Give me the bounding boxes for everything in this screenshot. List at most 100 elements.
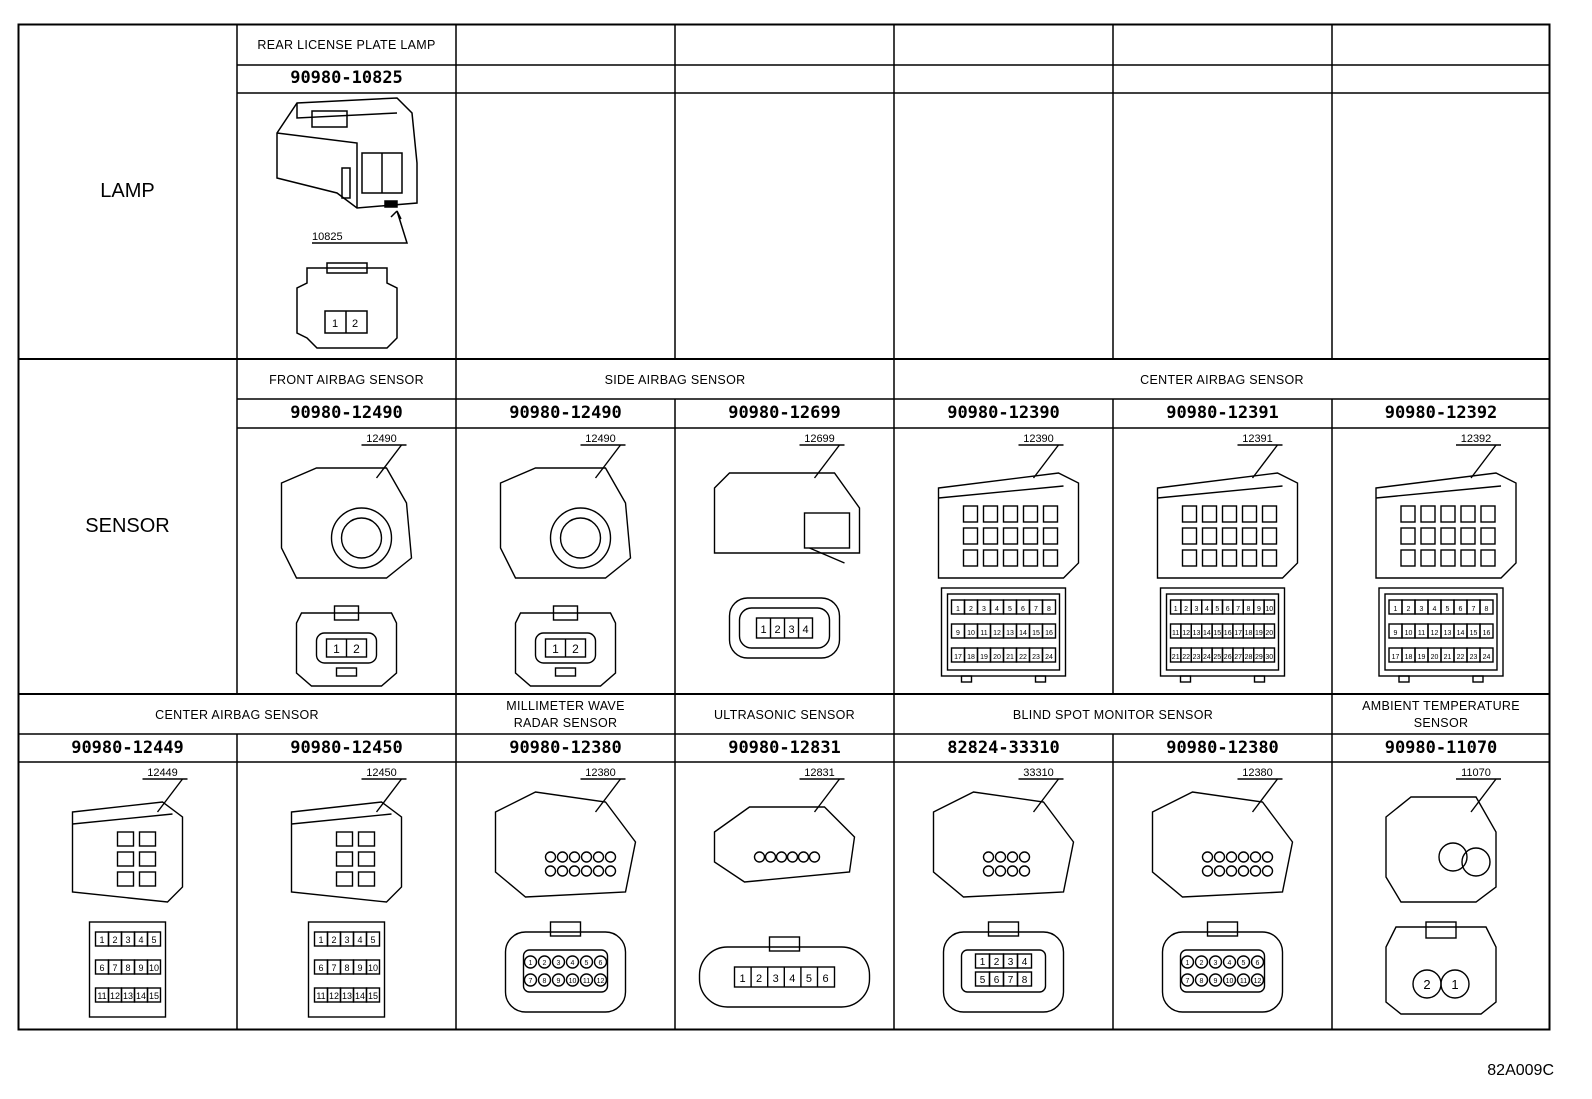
pin-1: 1 — [332, 318, 338, 330]
pin-label: 24 — [1483, 654, 1491, 661]
pin-label: 3 — [557, 960, 561, 967]
pin-label: 14 — [1019, 630, 1027, 637]
pin-label: 15 — [368, 991, 378, 1001]
pin-label: 11 — [1172, 630, 1179, 637]
pin-label: 1 — [529, 960, 533, 967]
connector-code: 11070 — [1461, 767, 1491, 779]
pin-label: 11 — [980, 630, 987, 637]
pin-label: 10 — [569, 978, 577, 985]
part-number: 90980-12380 — [509, 738, 622, 758]
pin-label: 22 — [1182, 654, 1190, 661]
pin-label: 20 — [1265, 630, 1273, 637]
pin-label: 15 — [1032, 630, 1040, 637]
connector-code: 12490 — [585, 433, 616, 445]
pin-label: 6 — [1256, 960, 1260, 967]
pin-label: 11 — [97, 991, 106, 1001]
pin-label: 4 — [1433, 606, 1437, 613]
pin-label: 16 — [1224, 630, 1232, 637]
connector-code: 12392 — [1461, 433, 1492, 445]
pin-label: 8 — [1485, 606, 1489, 613]
connector-name-rear-license-plate-lamp: REAR LICENSE PLATE LAMP — [257, 38, 436, 52]
pin-label: 20 — [993, 654, 1001, 661]
pin-label: 7 — [1008, 975, 1014, 986]
pin-label: 1 — [99, 935, 104, 945]
pin-label: 23 — [1032, 654, 1040, 661]
pin-label: 8 — [1247, 606, 1251, 613]
pin-label: 2 — [756, 973, 762, 985]
pin-label: 11 — [1418, 630, 1425, 637]
pin-label: 18 — [1245, 630, 1253, 637]
connector-code: 12490 — [366, 433, 397, 445]
pin-label: 24 — [1045, 654, 1053, 661]
pin-label: 4 — [1205, 606, 1209, 613]
pin-label: 24 — [1203, 654, 1211, 661]
pin-label: 5 — [1446, 606, 1450, 613]
pin-label: 5 — [151, 935, 156, 945]
pin-label: 8 — [543, 978, 547, 985]
pin-label: 6 — [994, 975, 1000, 986]
pin-label: 5 — [370, 935, 375, 945]
pin-label: 7 — [1472, 606, 1476, 613]
pin-label: 1 — [1174, 606, 1178, 613]
part-number: 90980-12699 — [728, 403, 841, 423]
pin-label: 4 — [1022, 957, 1028, 968]
pin-label: 12 — [597, 978, 605, 985]
pin-label: 9 — [357, 963, 362, 973]
pin-label: 10 — [967, 630, 975, 637]
pin-label: 16 — [1045, 630, 1053, 637]
pin-label: 3 — [982, 606, 986, 613]
pin-label: 27 — [1234, 654, 1242, 661]
pin-label: 29 — [1255, 654, 1263, 661]
pin-label: 17 — [1234, 630, 1242, 637]
group-millimeter-wave-line2: RADAR SENSOR — [513, 716, 618, 730]
pin-label: 9 — [1257, 606, 1261, 613]
part-number: 90980-12450 — [290, 738, 403, 758]
connector-code: 10825 — [312, 231, 343, 243]
pin-label: 3 — [125, 935, 130, 945]
pin-label: 3 — [1214, 960, 1218, 967]
pin-label: 23 — [1193, 654, 1201, 661]
part-number: 90980-12390 — [947, 403, 1060, 423]
pin-label: 21 — [1172, 654, 1180, 661]
pin-label: 13 — [342, 991, 352, 1001]
pin-label: 7 — [1034, 606, 1038, 613]
pin-label: 5 — [980, 975, 986, 986]
pin-label: 30 — [1265, 654, 1273, 661]
pin-label: 6 — [318, 963, 323, 973]
pin-label: 9 — [1394, 630, 1398, 637]
pin-label: 6 — [99, 963, 104, 973]
pin-label: 2 — [543, 960, 547, 967]
connector-code: 12450 — [366, 767, 397, 779]
pin-label: 7 — [1186, 978, 1190, 985]
connector-code: 12380 — [585, 767, 616, 779]
pin-label: 2 — [969, 606, 973, 613]
pin-label: 4 — [802, 624, 808, 636]
pin-label: 5 — [1242, 960, 1246, 967]
pin-label: 2 — [774, 624, 780, 636]
pin-label: 3 — [344, 935, 349, 945]
pin-label: 13 — [1444, 630, 1452, 637]
group-center-airbag-sensor-2: CENTER AIRBAG SENSOR — [155, 708, 319, 722]
pin-label: 14 — [355, 991, 365, 1001]
pin-label: 9 — [1214, 978, 1218, 985]
pin-label: 21 — [1006, 654, 1014, 661]
pin-label: 2 — [331, 935, 336, 945]
pin-label: 10 — [1405, 630, 1413, 637]
pin-label: 9 — [956, 630, 960, 637]
pin-label: 2 — [1200, 960, 1204, 967]
pin-label: 7 — [1236, 606, 1240, 613]
pin-label: 4 — [571, 960, 575, 967]
part-number: 82824-33310 — [947, 738, 1060, 758]
pin-label: 12 — [110, 991, 120, 1001]
pin-label: 2 — [994, 957, 1000, 968]
pin-label: 12 — [993, 630, 1001, 637]
group-front-airbag-sensor: FRONT AIRBAG SENSOR — [269, 373, 424, 387]
